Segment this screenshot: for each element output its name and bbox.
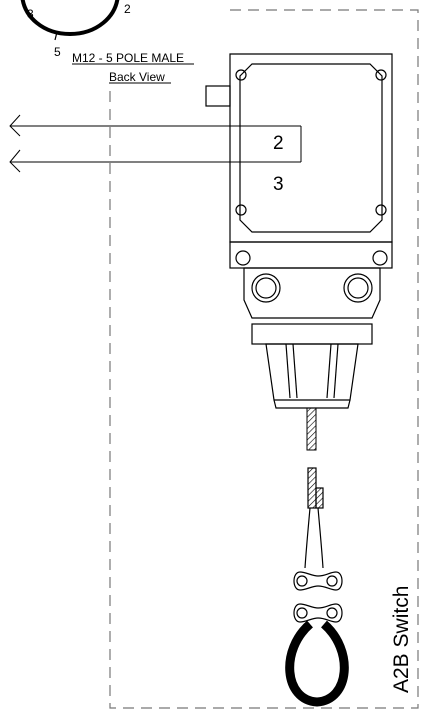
switch-name-label: A2B Switch xyxy=(390,586,413,693)
screw-top-left xyxy=(235,69,247,81)
wire-label-3: 3 xyxy=(273,174,284,195)
switch-housing-inner xyxy=(239,63,383,233)
cable-crimp-sleeve xyxy=(315,487,324,509)
pin-label-2: 2 xyxy=(124,2,131,16)
side-tab xyxy=(205,85,231,107)
screw-bottom-left xyxy=(235,204,247,216)
cable-upper xyxy=(306,407,317,451)
mount-hole-right xyxy=(372,250,388,266)
connector-view-label: Back View xyxy=(109,70,165,84)
bolt-right-outer xyxy=(343,273,373,303)
pin-label-5: 5 xyxy=(54,45,61,59)
cable-lower-stub xyxy=(307,467,317,509)
cable-strand-left xyxy=(304,507,311,569)
bolt-right-inner xyxy=(347,277,369,299)
ferrule-upper-hole-left xyxy=(296,575,308,587)
pin-label-3: 3 xyxy=(27,7,34,21)
ferrule-lower xyxy=(293,603,343,623)
ferrule-lower-hole-left xyxy=(296,607,308,619)
ferrule-lower-hole-right xyxy=(326,607,338,619)
mounting-block xyxy=(229,241,393,269)
bolt-left-inner xyxy=(255,277,277,299)
ferrule-upper xyxy=(293,571,343,591)
dashed-boundary xyxy=(109,9,419,709)
ferrule-upper-hole-right xyxy=(326,575,338,587)
gland-collar xyxy=(251,323,373,345)
gland-taper xyxy=(265,343,359,401)
wire-arrows xyxy=(9,114,302,173)
cable-end-assembly xyxy=(285,467,349,707)
wire-3-arrow-head xyxy=(9,149,21,173)
cable-strand-right xyxy=(317,507,324,569)
connector-title: M12 - 5 POLE MALE xyxy=(72,51,184,65)
switch-housing-outline xyxy=(229,53,393,243)
cable-loop-inner xyxy=(286,621,348,706)
wire-label-2: 2 xyxy=(273,133,284,154)
switch-body xyxy=(205,53,393,409)
mount-hole-left xyxy=(235,250,251,266)
screw-top-right xyxy=(375,69,387,81)
m12-connector-symbol: 3 2 5 xyxy=(20,0,131,59)
bolt-left-outer xyxy=(251,273,281,303)
screw-bottom-right xyxy=(375,204,387,216)
lower-block xyxy=(243,267,381,319)
